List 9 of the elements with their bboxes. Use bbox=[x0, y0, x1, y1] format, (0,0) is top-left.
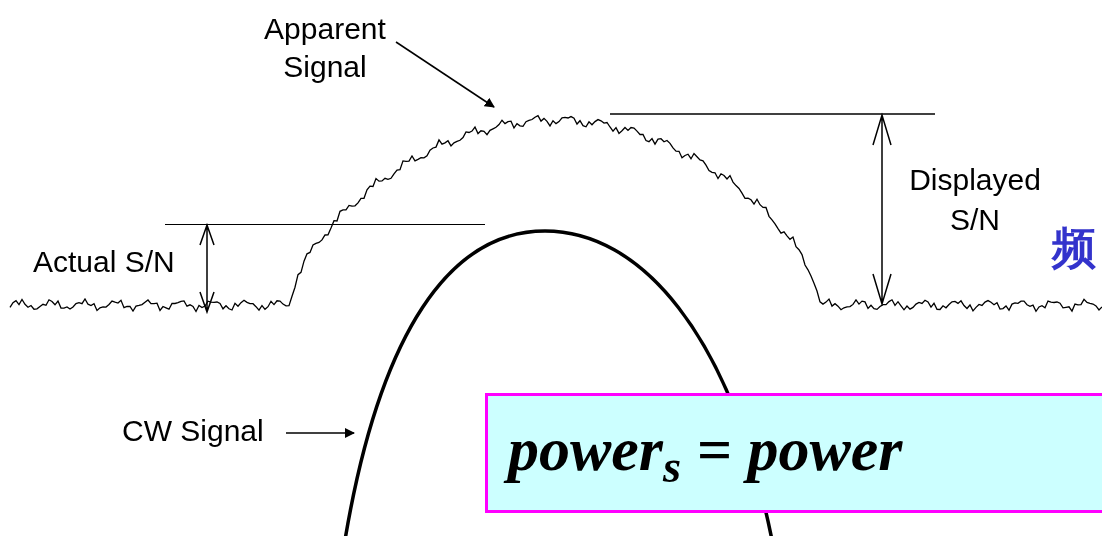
signal-label: Apparent Signal bbox=[250, 10, 400, 86]
arrow bbox=[395, 41, 495, 108]
noisy-signal-trace bbox=[9, 114, 1102, 313]
chinese-character: 频 bbox=[1052, 222, 1096, 274]
arrow bbox=[285, 428, 355, 438]
signal-label: CW Signal bbox=[122, 412, 264, 450]
formula-box: power$_{s}$ = power bbox=[485, 393, 1102, 513]
measure-label: Displayed S/N bbox=[908, 162, 1042, 238]
measure-label: Actual S/N bbox=[33, 244, 175, 280]
